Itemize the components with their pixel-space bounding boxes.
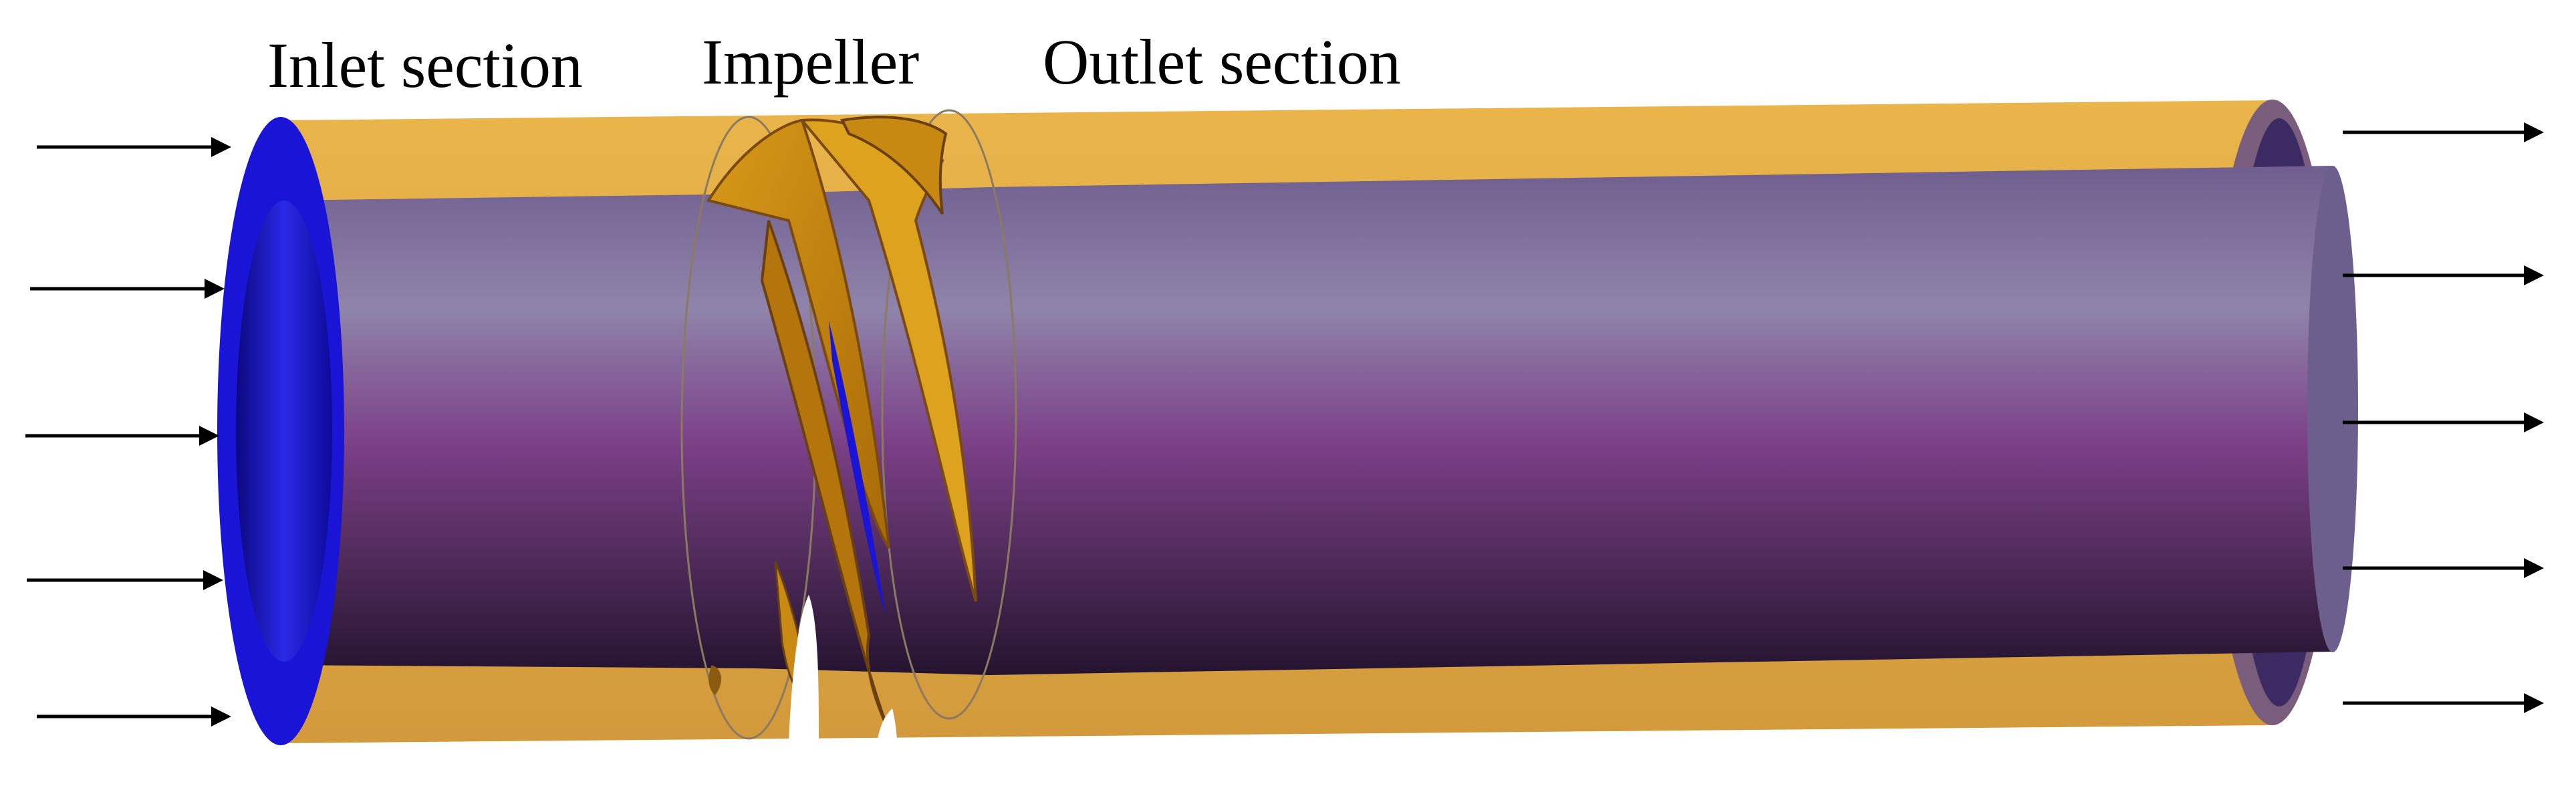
hub-end-cap bbox=[2307, 166, 2358, 652]
hub-body bbox=[281, 166, 2333, 675]
impeller-blades bbox=[706, 116, 977, 743]
impeller-ring-back bbox=[881, 109, 1017, 720]
inlet-section-label: Inlet section bbox=[267, 29, 583, 101]
impeller-white-gap-2 bbox=[877, 708, 897, 743]
inlet-face bbox=[217, 117, 344, 745]
outflow-arrows bbox=[2343, 122, 2544, 713]
inlet-inner-bore bbox=[236, 201, 332, 662]
impeller-blade-3 bbox=[840, 116, 948, 215]
impeller-white-gap-1 bbox=[789, 595, 819, 743]
impeller-label: Impeller bbox=[702, 26, 919, 98]
impeller-blade-4 bbox=[760, 220, 890, 733]
impeller-blue-gap bbox=[829, 321, 886, 615]
inflow-arrows bbox=[25, 137, 231, 727]
outlet-section-label: Outlet section bbox=[1043, 26, 1401, 98]
hub bbox=[281, 166, 2358, 675]
impeller-blade-1 bbox=[706, 118, 890, 549]
impeller-blade-6 bbox=[709, 665, 722, 695]
